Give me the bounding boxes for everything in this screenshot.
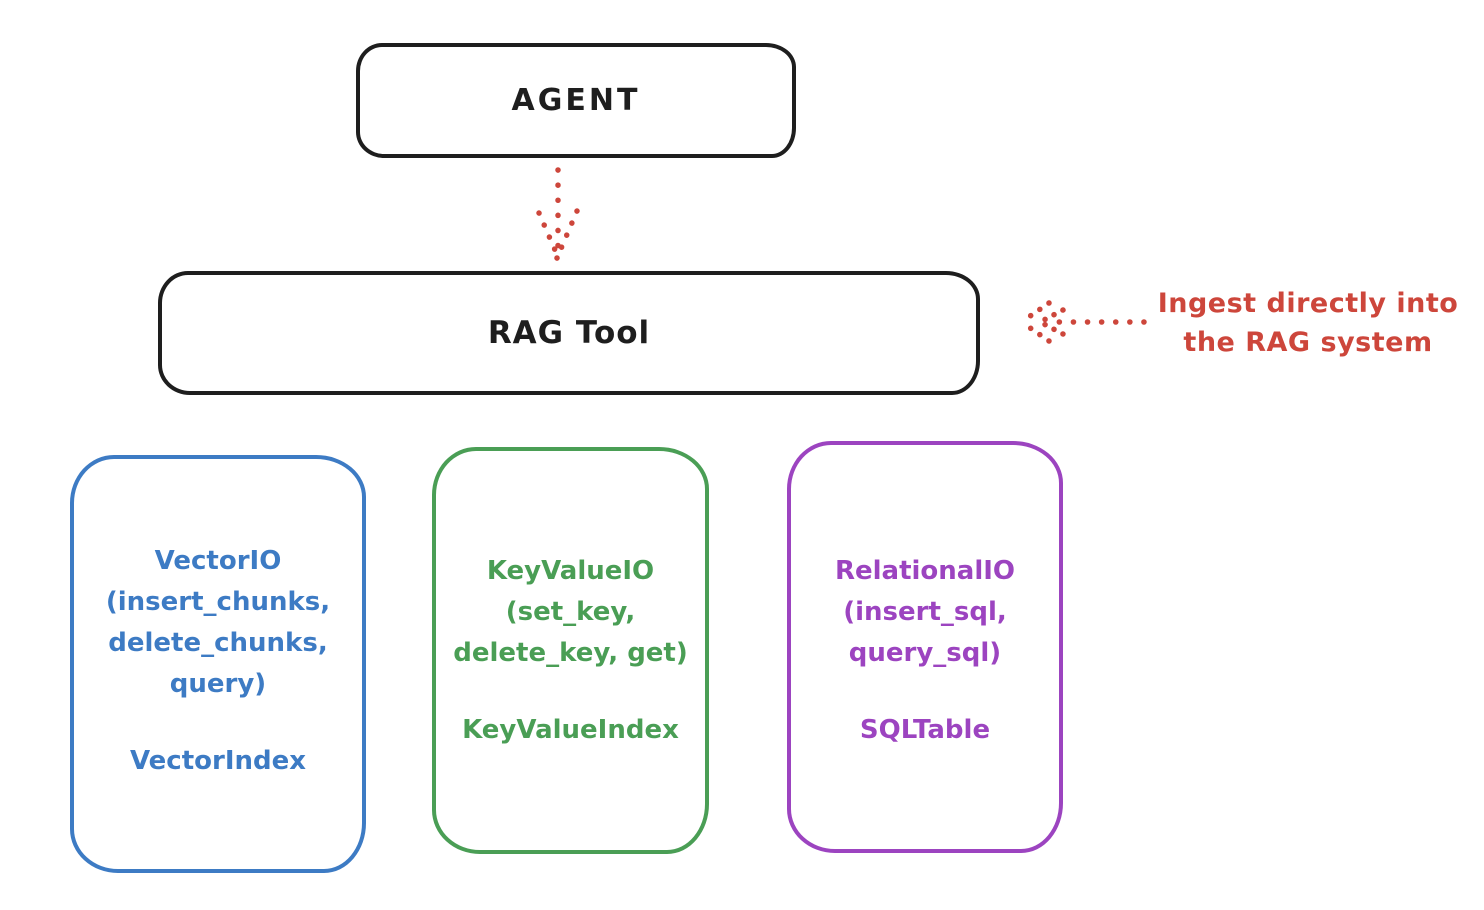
vector-io-line: (insert_chunks, <box>105 587 331 617</box>
vector-index-label: VectorIndex <box>129 746 307 776</box>
sql-table-label: SQLTable <box>859 715 991 745</box>
vector-io-line: VectorIO <box>154 546 282 576</box>
relational-io-line: query_sql) <box>848 638 1002 668</box>
keyvalue-io-line: delete_key, get) <box>453 638 688 668</box>
rag-tool-node: RAG Tool <box>158 271 980 395</box>
agent-node: AGENT <box>356 43 796 158</box>
ingest-annotation-line1: Ingest directly into <box>1157 288 1459 319</box>
relational-io-line: (insert_sql, <box>843 597 1007 627</box>
relational-io-lines: RelationalIO (insert_sql, query_sql) <box>835 551 1015 674</box>
vector-io-line: delete_chunks, <box>108 628 328 658</box>
relational-io-node: RelationalIO (insert_sql, query_sql) SQL… <box>787 441 1063 853</box>
relational-io-line: RelationalIO <box>834 556 1016 586</box>
keyvalue-io-node: KeyValueIO (set_key, delete_key, get) Ke… <box>432 447 709 854</box>
keyvalue-io-lines: KeyValueIO (set_key, delete_key, get) <box>453 551 688 674</box>
vector-io-lines: VectorIO (insert_chunks, delete_chunks, … <box>106 541 330 705</box>
ingest-annotation-line2: the RAG system <box>1183 327 1433 358</box>
keyvalue-io-line: (set_key, <box>505 597 636 627</box>
ingest-dotted-arrow-icon <box>1020 300 1147 344</box>
vector-io-node: VectorIO (insert_chunks, delete_chunks, … <box>70 455 366 873</box>
keyvalue-io-line: KeyValueIO <box>486 556 655 586</box>
rag-tool-label: RAG Tool <box>487 315 651 351</box>
keyvalue-index-label: KeyValueIndex <box>462 715 679 745</box>
agent-label: AGENT <box>511 83 641 118</box>
vector-io-line: query) <box>169 669 267 699</box>
ingest-annotation: Ingest directly into the RAG system <box>1140 284 1476 362</box>
agent-to-rag-dotted-arrow-icon <box>536 167 580 262</box>
